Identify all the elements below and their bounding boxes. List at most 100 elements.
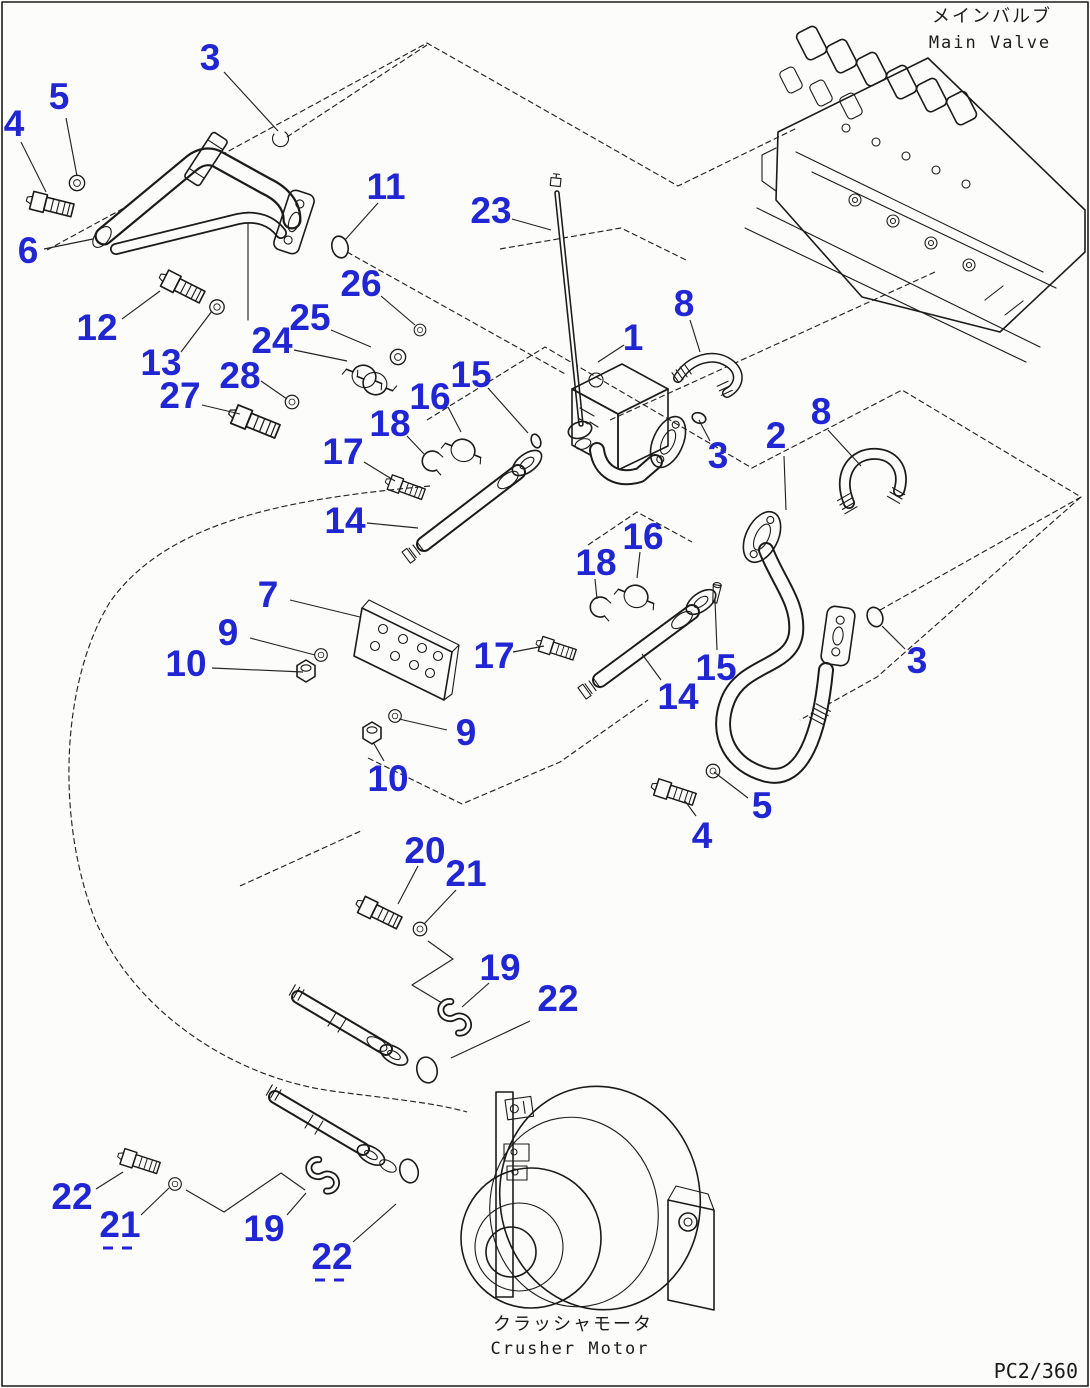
callout-17-18: 17 xyxy=(322,431,363,472)
leader-line-6-3 xyxy=(43,238,94,250)
callout-22-40: 22 xyxy=(51,1176,92,1217)
callout-21-41: 21 xyxy=(99,1204,140,1245)
callout-22-39: 22 xyxy=(537,978,578,1019)
elbow-pipe-2-drawing xyxy=(715,510,856,784)
crusher-motor-label-jp: クラッシャモータ xyxy=(493,1314,653,1334)
callout-9-32: 9 xyxy=(456,712,477,753)
main-valve-label-en: Main Valve xyxy=(929,33,1051,53)
hose-14-upper-drawing xyxy=(401,449,543,564)
leader-line-14-19 xyxy=(366,522,419,529)
callout-25-8: 25 xyxy=(289,297,330,338)
leader-line-7-25 xyxy=(289,599,361,618)
callout-15-29: 15 xyxy=(695,647,736,688)
callout-20-36: 20 xyxy=(404,830,445,871)
valve-block-1-drawing xyxy=(571,363,687,486)
clamp-set-bottom-drawing xyxy=(114,1146,420,1192)
leader-line-3-31 xyxy=(881,625,906,650)
callout-14-30: 14 xyxy=(657,676,699,717)
leader-line-19-42 xyxy=(286,1192,307,1216)
bolt-12-washer-13-drawing xyxy=(155,267,225,315)
leader-line-10-33 xyxy=(372,741,385,762)
callout-6-3: 6 xyxy=(18,230,39,271)
oring-11-drawing xyxy=(330,235,350,259)
callout-27-12: 27 xyxy=(159,375,200,416)
leader-line-16-23 xyxy=(636,551,641,579)
leader-line-22-39 xyxy=(450,1020,531,1059)
clamp-set-mid-drawing xyxy=(352,893,471,1084)
phantom-lines xyxy=(46,42,1082,1213)
callout-3-0: 3 xyxy=(200,37,221,78)
oring-3-drawing xyxy=(271,131,289,148)
callout-3-20: 3 xyxy=(708,435,729,476)
leader-line-1-13 xyxy=(597,344,625,363)
bolt-4-washer-5-lower-drawing xyxy=(648,763,721,809)
leader-line-4-2 xyxy=(20,141,47,193)
callout-21-37: 21 xyxy=(445,853,486,894)
callout-16-16: 16 xyxy=(409,376,450,417)
callout-10-33: 10 xyxy=(367,758,408,799)
callout-5-35: 5 xyxy=(752,785,773,826)
leader-line-14-30 xyxy=(641,653,662,681)
leader-line-8-22 xyxy=(827,429,862,467)
leader-line-25-8 xyxy=(330,329,372,348)
callout-1-13: 1 xyxy=(623,317,644,358)
leader-line-17-18 xyxy=(363,461,396,482)
callout-7-25: 7 xyxy=(258,574,279,615)
callout-19-38: 19 xyxy=(479,947,520,988)
inlet-tube-drawing xyxy=(92,131,315,255)
callout-9-26: 9 xyxy=(218,612,239,653)
hose-bottom-2-drawing xyxy=(265,1084,397,1173)
leader-line-5-35 xyxy=(713,771,749,799)
callout-4-2: 4 xyxy=(4,103,25,144)
doc-number: PC2/360 xyxy=(994,1359,1078,1383)
hose-8-right-drawing xyxy=(836,447,907,515)
leader-line-8-14 xyxy=(689,319,701,353)
crusher-motor-label-en: Crusher Motor xyxy=(490,1339,649,1359)
leader-line-23-5 xyxy=(511,218,552,231)
main-valve-drawing xyxy=(744,25,1086,363)
leader-line-9-32 xyxy=(398,718,448,731)
leader-line-22-40 xyxy=(95,1171,124,1190)
leader-line-20-36 xyxy=(397,865,419,905)
leader-line-16-16 xyxy=(447,406,462,433)
leader-line-15-15 xyxy=(487,387,529,434)
main-valve-label-jp: メインバルブ xyxy=(932,5,1052,26)
callout-19-42: 19 xyxy=(243,1208,284,1249)
leader-line-21-41 xyxy=(140,1187,170,1216)
leader-line-11-4 xyxy=(344,202,379,241)
callout-18-17: 18 xyxy=(369,403,410,444)
mounting-plate-7-drawing xyxy=(353,599,460,701)
callout-10-27: 10 xyxy=(165,643,206,684)
callout-4-34: 4 xyxy=(692,815,713,856)
bolt-4-drawing xyxy=(23,189,76,220)
leader-line-19-38 xyxy=(461,982,490,1008)
leader-line-21-37 xyxy=(423,889,457,925)
oring-3-right-drawing xyxy=(866,606,884,628)
callout-8-14: 8 xyxy=(674,283,695,324)
bolt-27-washer-28-drawing xyxy=(224,394,300,442)
callout-18-24: 18 xyxy=(575,542,616,583)
washer-5-drawing xyxy=(68,174,86,192)
callout-17-28: 17 xyxy=(473,635,514,676)
hose-8-upper-drawing xyxy=(671,352,743,398)
leader-line-3-20 xyxy=(698,419,711,442)
callout-22-43: 22 xyxy=(311,1236,352,1277)
leader-line-4-34 xyxy=(684,800,697,817)
washer-3-drawing xyxy=(691,411,707,425)
callout-13-10: 13 xyxy=(140,342,181,383)
leader-line-13-10 xyxy=(180,310,213,353)
callout-14-19: 14 xyxy=(324,500,366,541)
leader-line-15-29 xyxy=(714,599,718,651)
leader-line-27-12 xyxy=(201,404,241,415)
nut-9-10-right-drawing xyxy=(362,709,402,745)
callout-23-5: 23 xyxy=(470,190,511,231)
callout-3-31: 3 xyxy=(907,640,928,681)
callout-28-11: 28 xyxy=(219,355,260,396)
callout-26-7: 26 xyxy=(340,263,381,304)
leader-line-17-28 xyxy=(512,645,545,653)
crusher-motor-drawing xyxy=(460,1085,715,1311)
callout-16-23: 16 xyxy=(622,516,663,557)
callout-15-15: 15 xyxy=(450,354,491,395)
leader-line-9-26 xyxy=(249,637,316,656)
